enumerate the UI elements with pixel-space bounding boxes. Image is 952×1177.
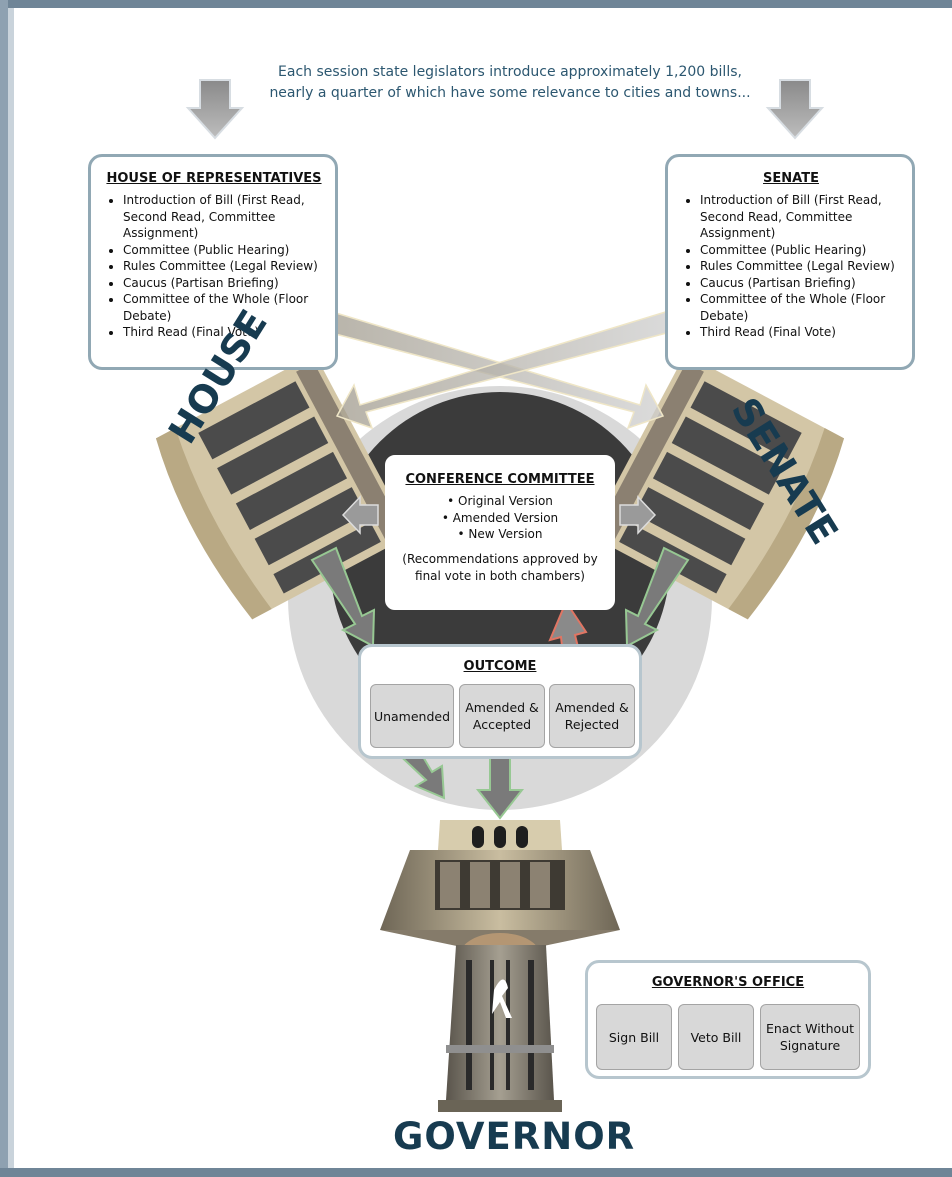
house-step-4: Caucus (Partisan Briefing): [123, 275, 325, 292]
outcome-title: OUTCOME: [463, 659, 537, 674]
house-step-2: Committee (Public Hearing): [123, 242, 325, 259]
senate-step-2: Committee (Public Hearing): [700, 242, 902, 259]
conference-note-line-2: final vote in both chambers): [415, 568, 585, 583]
house-steps-list: Introduction of Bill (First Read, Second…: [103, 192, 325, 341]
conference-committee-box: CONFERENCE COMMITTEE Original Version Am…: [385, 455, 615, 610]
conference-versions-list: Original Version Amended Version New Ver…: [396, 493, 604, 543]
outcome-unamended: Unamended: [370, 684, 454, 748]
left-down-arrow: [185, 79, 245, 140]
frame-left: [0, 0, 8, 1177]
outcome-amended-rejected: Amended & Rejected: [549, 684, 635, 748]
house-process-box: HOUSE OF REPRESENTATIVES Introduction of…: [88, 154, 338, 370]
intro-line-2: nearly a quarter of which have some rele…: [269, 85, 751, 101]
governors-office-title: GOVERNOR'S OFFICE: [651, 975, 805, 990]
house-box-title: HOUSE OF REPRESENTATIVES: [106, 171, 322, 186]
frame-left-inner: [8, 8, 14, 1177]
house-to-outcome-arrow: [310, 546, 376, 648]
enact-without-signature-option: Enact Without Signature: [760, 1004, 860, 1070]
senate-chamber-illustration: [588, 353, 845, 620]
outcome-amended-accepted: Amended & Accepted: [459, 684, 545, 748]
house-step-1: Introduction of Bill (First Read, Second…: [123, 192, 325, 242]
senate-to-conference-arrow: [619, 495, 657, 535]
conference-note-line-1: (Recommendations approved by: [402, 551, 598, 566]
conference-version-2: Amended Version: [396, 510, 604, 527]
senate-step-4: Caucus (Partisan Briefing): [700, 275, 902, 292]
senate-step-5: Committee of the Whole (Floor Debate): [700, 291, 902, 324]
right-down-arrow: [765, 79, 825, 140]
senate-box-title: SENATE: [763, 171, 819, 186]
governor-label: GOVERNOR: [393, 1115, 636, 1158]
intro-line-1: Each session state legislators introduce…: [278, 64, 742, 80]
veto-bill-option: Veto Bill: [678, 1004, 754, 1070]
senate-steps-list: Introduction of Bill (First Read, Second…: [680, 192, 902, 341]
frame-top: [0, 0, 952, 8]
senate-step-6: Third Read (Final Vote): [700, 324, 902, 341]
senate-to-outcome-arrow: [624, 546, 690, 648]
frame-bottom: [0, 1168, 952, 1177]
senate-process-box: SENATE Introduction of Bill (First Read,…: [665, 154, 915, 370]
house-step-6: Third Read (Final Vote): [123, 324, 325, 341]
governor-building-illustration: [380, 820, 620, 1112]
conference-note: (Recommendations approved by final vote …: [396, 551, 604, 585]
conference-version-3: New Version: [396, 526, 604, 543]
senate-step-1: Introduction of Bill (First Read, Second…: [700, 192, 902, 242]
intro-text: Each session state legislators introduce…: [240, 62, 780, 104]
house-to-conference-arrow: [341, 495, 379, 535]
house-step-3: Rules Committee (Legal Review): [123, 258, 325, 275]
crossing-band-senate-to-house: [335, 309, 679, 430]
house-step-5: Committee of the Whole (Floor Debate): [123, 291, 325, 324]
sign-bill-option: Sign Bill: [596, 1004, 672, 1070]
conference-version-1: Original Version: [396, 493, 604, 510]
senate-step-3: Rules Committee (Legal Review): [700, 258, 902, 275]
conference-title: CONFERENCE COMMITTEE: [405, 472, 595, 487]
